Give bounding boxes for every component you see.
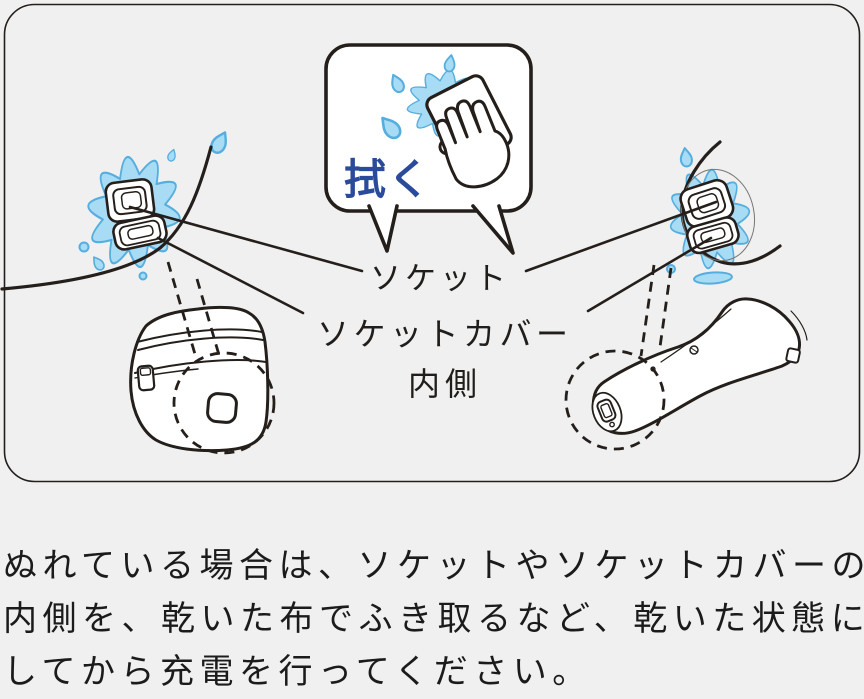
label-socket-cover: ソケットカバー — [317, 316, 573, 352]
screw-icon — [689, 345, 699, 355]
panel-border — [3, 3, 861, 483]
caption-line-3: してから充電を行ってください。 — [3, 653, 592, 691]
case-latch — [136, 364, 156, 392]
leader-lines — [128, 200, 718, 315]
charging-case-illustration — [129, 305, 270, 453]
handheld-device-illustration — [591, 297, 808, 435]
device-socket — [591, 391, 623, 433]
caption-line-1: ぬれている場合は、ソケットやソケットカバーの — [3, 547, 864, 585]
left-magnifier-arc — [0, 145, 213, 291]
projection-lines — [166, 261, 673, 362]
wipe-action-label: 拭く — [344, 156, 432, 203]
figure-panel: 拭く ソケット ソケットカバー 内側 — [0, 3, 861, 483]
wipe-callout-bubble: 拭く — [324, 43, 533, 255]
right-water-splash-icon — [659, 146, 761, 285]
caption-text: ぬれている場合は、ソケットやソケットカバーの 内側を、乾いた布でふき取るなど、乾… — [3, 540, 864, 699]
left-magnifier-circle-icon — [172, 351, 276, 455]
left-water-splash-icon — [78, 128, 233, 281]
ghost-device-outline — [681, 168, 755, 262]
wipe-hand-icon — [435, 99, 511, 189]
label-socket-cover-inside: 内側 — [408, 366, 482, 402]
label-socket: ソケット — [370, 261, 510, 296]
right-magnifier-circle-icon — [564, 349, 666, 451]
caption-line-2: 内側を、乾いた布でふき取るなど、乾いた状態に — [3, 600, 864, 638]
instruction-illustration: 拭く ソケット ソケットカバー 内側 — [0, 3, 861, 483]
case-socket-cover-closed — [206, 392, 238, 424]
